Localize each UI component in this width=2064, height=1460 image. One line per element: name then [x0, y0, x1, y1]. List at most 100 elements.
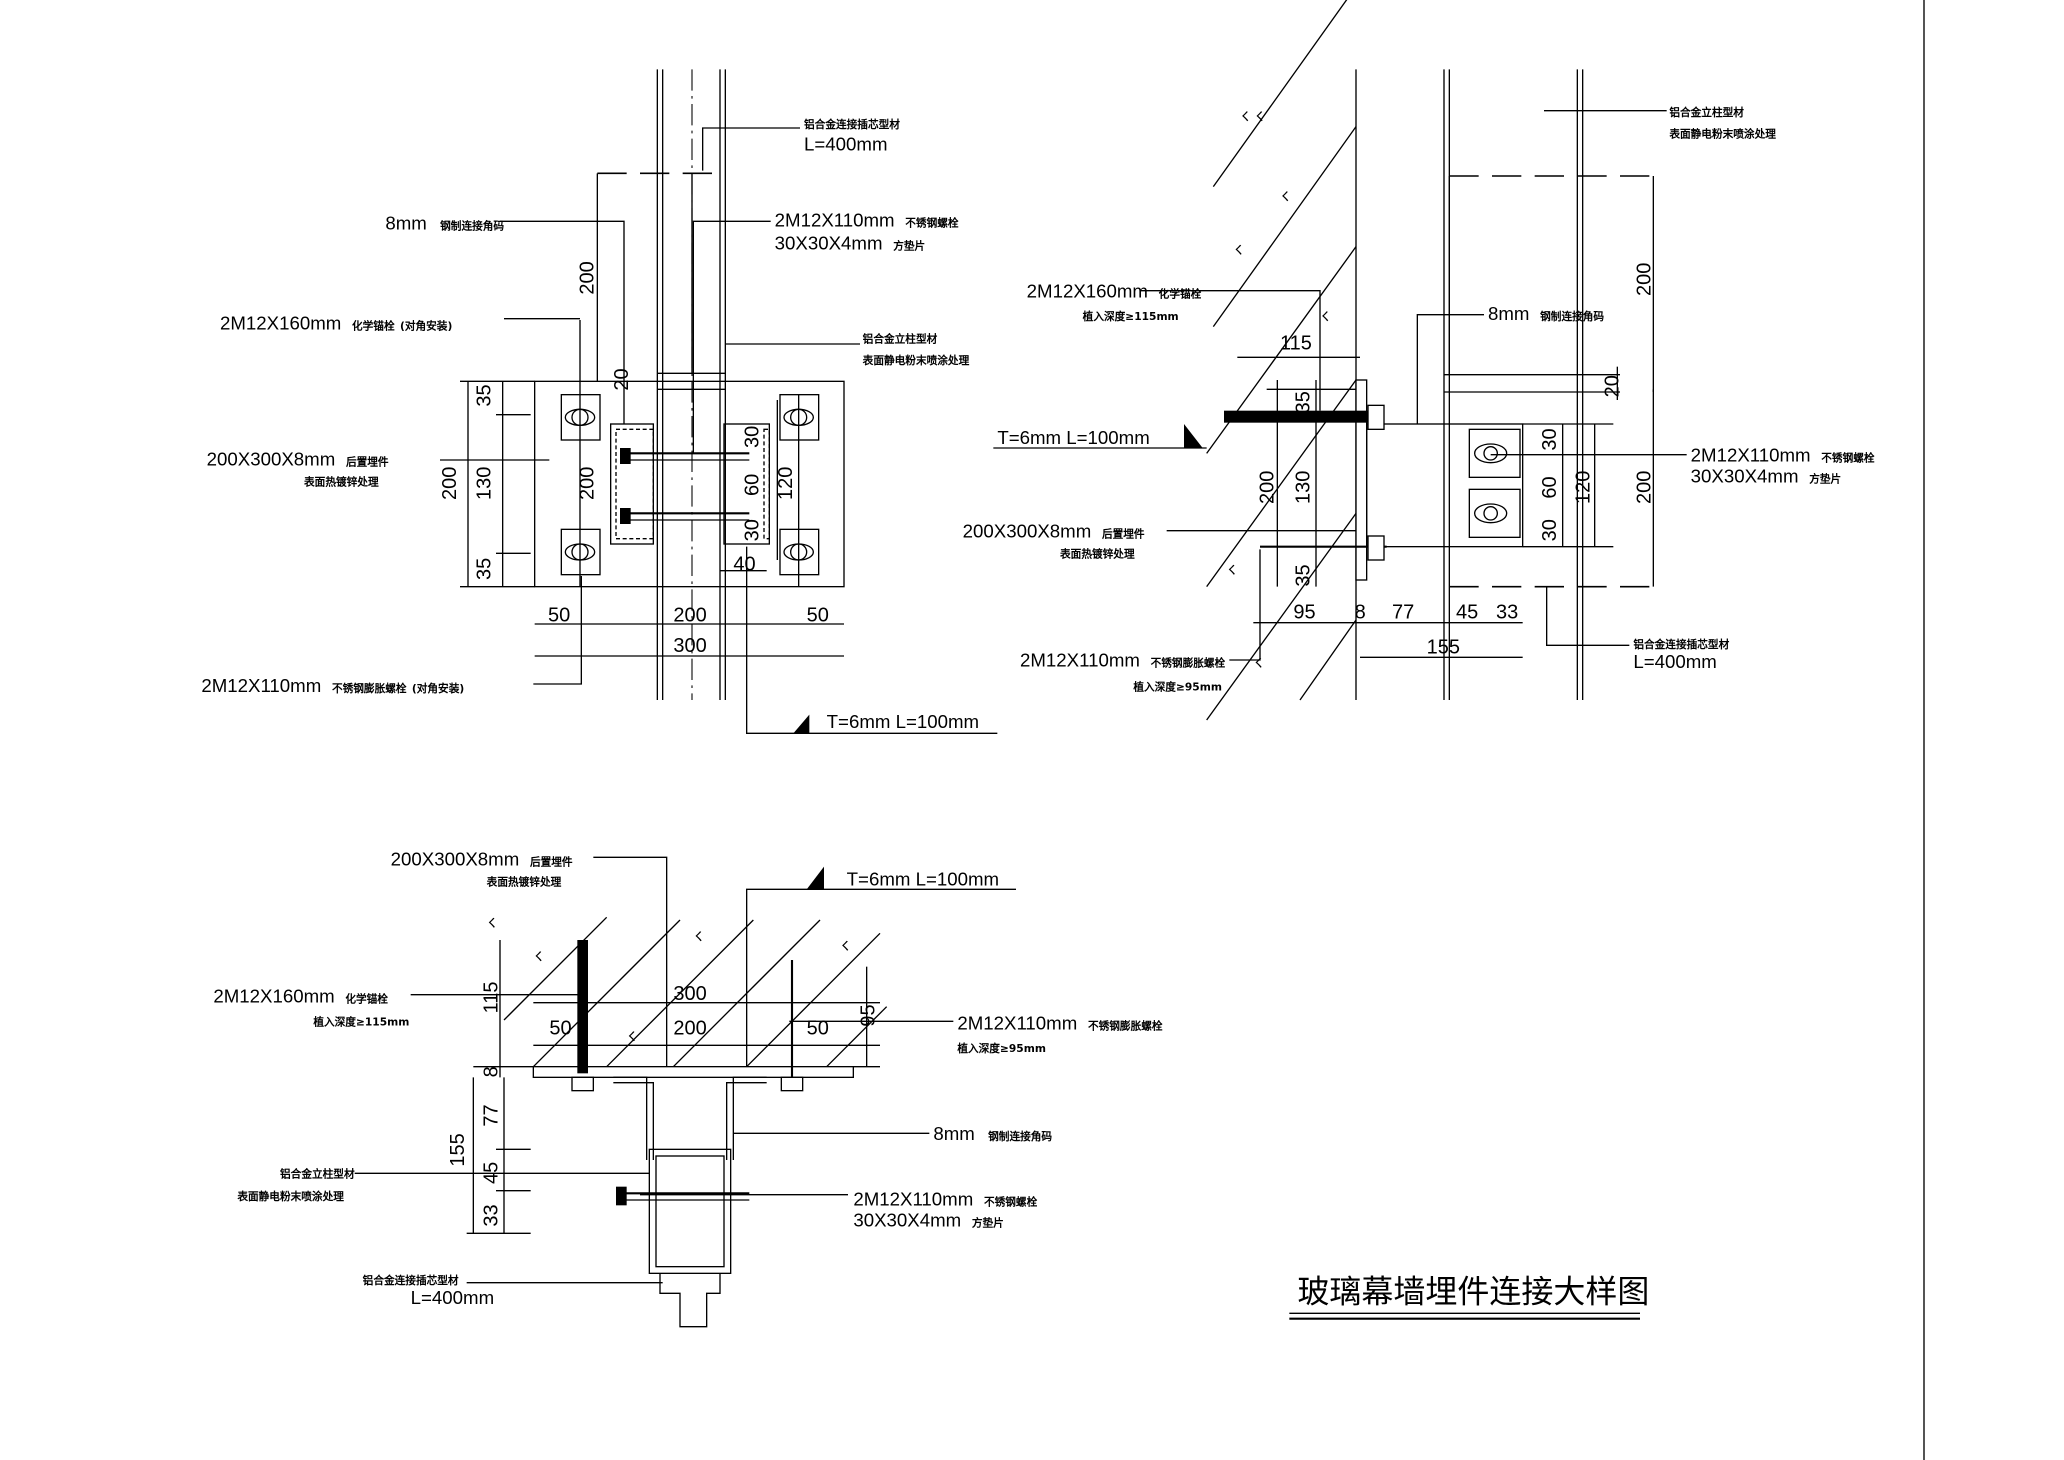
label-insert-core: 铝合金连接插芯型材 [804, 118, 900, 131]
dim-text: 200 [1256, 471, 1278, 504]
label-insert-core-length: L=400mm [1633, 651, 1716, 672]
dim-text: 120 [775, 467, 797, 500]
svg-text:ㄑ: ㄑ [1320, 310, 1331, 323]
dim-text: 115 [480, 981, 502, 1013]
dim-text: 50 [549, 1018, 571, 1040]
dim-text: 60 [1539, 476, 1561, 498]
embedded-plate [532, 1066, 854, 1078]
dim-text: 8 [480, 1066, 502, 1077]
label-plate-finish: 表面热镀锌处理 [303, 475, 379, 488]
label-mullion-finish: 表面静电粉末喷涂处理 [236, 1190, 344, 1203]
drawing-title-block: 玻璃幕墙埋件连接大样图 [1289, 1273, 1649, 1320]
dim-text: 20 [611, 368, 633, 390]
label-mullion: 铝合金立柱型材 [863, 333, 938, 346]
dim-text: 200 [1634, 263, 1656, 296]
dim-text: 20 [1602, 375, 1624, 397]
dim-text: 200 [576, 261, 598, 294]
dim-text: 30 [742, 519, 764, 541]
svg-text:ㄑ ㄑ: ㄑ ㄑ [1240, 110, 1265, 123]
anchor-nut [571, 1076, 594, 1092]
dim-text: 33 [480, 1204, 502, 1226]
detail-view-1: 35 130 35 200 200 20 200 30 60 30 120 40… [201, 69, 998, 734]
dim-text: 45 [1456, 602, 1478, 624]
drawing-title: 玻璃幕墙埋件连接大样图 [1297, 1273, 1649, 1311]
dim-text: 50 [807, 604, 829, 626]
dim-text: 130 [474, 467, 496, 500]
label-plate-finish: 表面热镀锌处理 [486, 875, 562, 888]
dimensions-view-2: 200 20 115 35 200 130 35 30 60 30 120 20… [1237, 176, 1656, 658]
label-embed-depth-95: 植入深度≥95mm [956, 1042, 1046, 1055]
label-mullion-finish: 表面静电粉末喷涂处理 [862, 354, 970, 367]
anchor-bolts [560, 320, 820, 587]
label-weld: T=6mm L=100mm [827, 711, 979, 732]
embedded-plate [1355, 379, 1368, 581]
svg-text:ㄑ: ㄑ [840, 939, 851, 952]
dim-text: 30 [1539, 519, 1561, 541]
dim-text: 50 [548, 604, 570, 626]
dim-text: 115 [1280, 332, 1312, 354]
svg-text:ㄑ: ㄑ [1280, 190, 1291, 203]
dim-text: 200 [673, 604, 706, 626]
label-weld: T=6mm L=100mm [847, 868, 999, 889]
label-plate-finish: 表面热镀锌处理 [1059, 547, 1135, 560]
svg-text:ㄑ: ㄑ [627, 1030, 638, 1043]
mullion-profile [616, 1148, 750, 1328]
dim-text: 77 [480, 1104, 502, 1126]
svg-text:ㄑ: ㄑ [693, 930, 704, 943]
label-insert-core-length: L=400mm [804, 134, 887, 155]
dim-text: 8 [1355, 602, 1366, 624]
dim-text: 40 [733, 554, 755, 576]
expansion-bolt-nut [1367, 535, 1385, 561]
expansion-bolt-nut [780, 1076, 804, 1092]
dim-text: 155 [1427, 636, 1460, 658]
svg-text:ㄑ: ㄑ [1227, 563, 1238, 576]
svg-text:ㄑ: ㄑ [1233, 243, 1244, 256]
steel-angle-bracket [1365, 423, 1524, 548]
bracket-bolts [1468, 428, 1521, 538]
label-insert-core: 铝合金连接插芯型材 [1633, 638, 1729, 651]
dim-text: 120 [1572, 471, 1594, 504]
chemical-anchor [1224, 410, 1368, 423]
embedded-plate [534, 380, 845, 588]
dim-text: 95 [858, 1004, 880, 1026]
dimensions-view-1: 35 130 35 200 200 20 200 30 60 30 120 40… [439, 173, 844, 657]
dim-text: 200 [1634, 471, 1656, 504]
dim-text: 33 [1496, 602, 1518, 624]
dim-text: 35 [1292, 564, 1314, 586]
svg-text:ㄑ: ㄑ [487, 917, 498, 930]
dim-text: 60 [742, 474, 764, 496]
dim-text: 77 [1392, 602, 1414, 624]
dim-text: 35 [1292, 391, 1314, 413]
dim-text: 35 [474, 558, 496, 580]
dim-text: 200 [673, 1018, 706, 1040]
chemical-anchor [577, 940, 588, 1074]
dim-text: 50 [807, 1018, 829, 1040]
svg-text:ㄑ: ㄑ [1253, 657, 1264, 670]
dim-text: 30 [742, 426, 764, 448]
mullion-column [1443, 69, 1660, 700]
leaders-view-3 [354, 856, 1016, 1284]
label-embed-depth-95: 植入深度≥95mm [1132, 681, 1222, 694]
label-weld: T=6mm L=100mm [997, 427, 1149, 448]
steel-angle-bracket [613, 1076, 767, 1160]
anchor-nut [1367, 404, 1385, 430]
svg-text:ㄑ: ㄑ [533, 950, 544, 963]
